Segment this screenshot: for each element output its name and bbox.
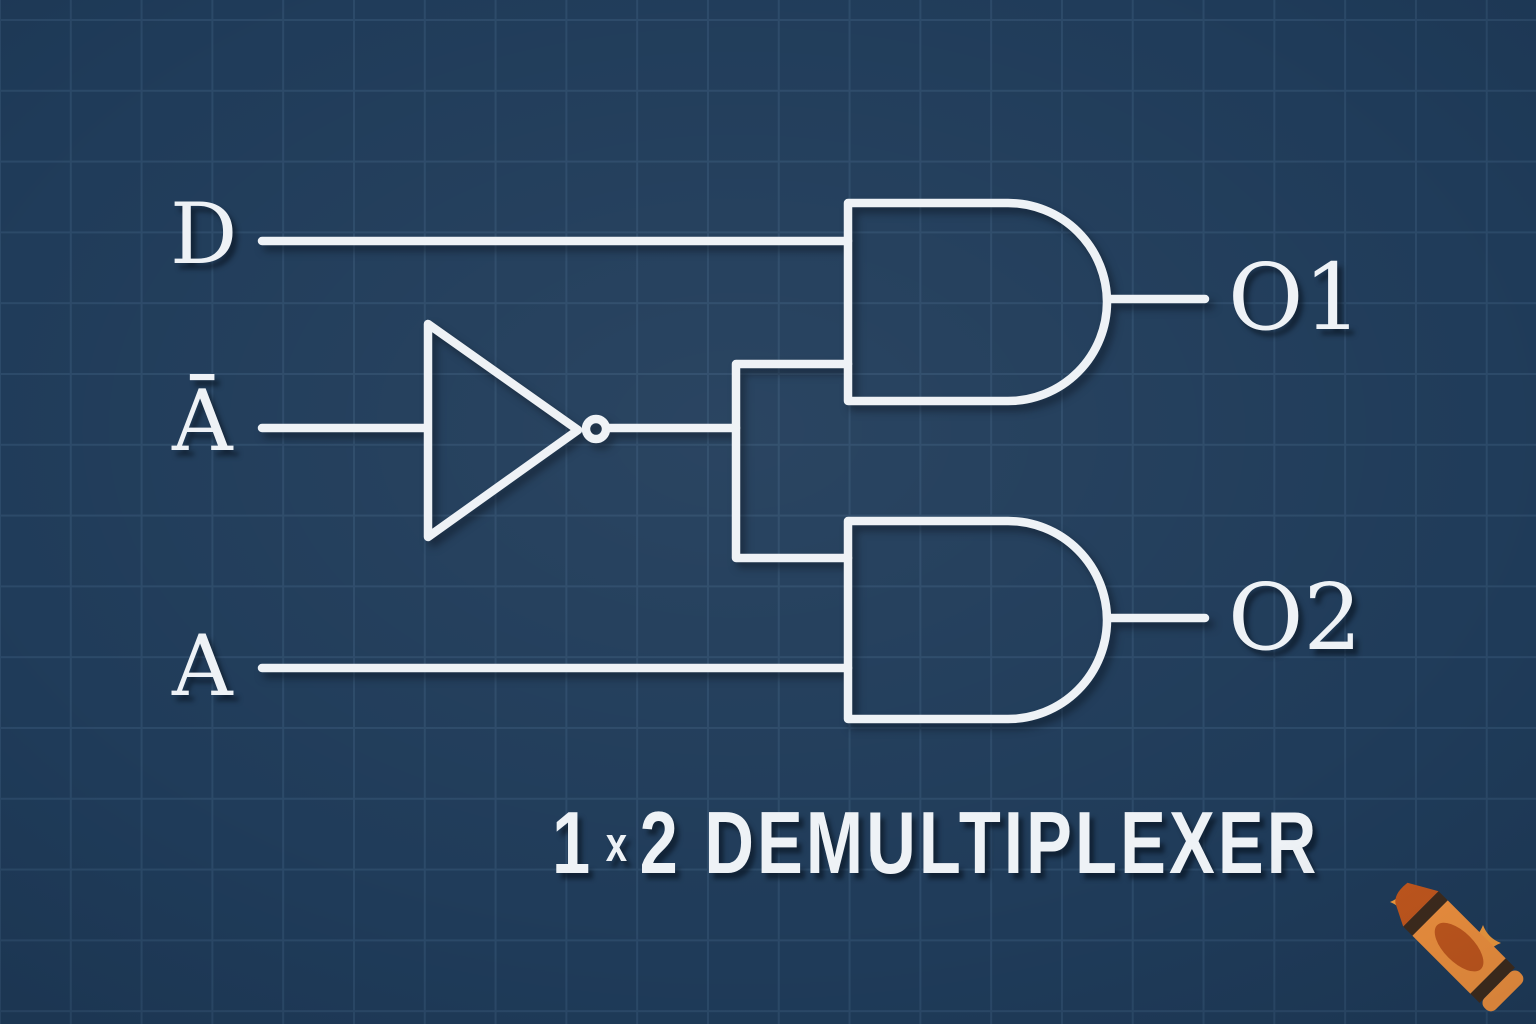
not-gate-triangle bbox=[423, 319, 583, 542]
wire-branch bbox=[731, 359, 853, 563]
and-gate-1-body bbox=[843, 198, 1112, 406]
crayon-stripe-1 bbox=[1403, 891, 1448, 936]
output-label-o1: O1 bbox=[1228, 244, 1362, 351]
title-number-left: 1 bbox=[552, 793, 594, 892]
input-label-d: D bbox=[170, 185, 238, 283]
and-gate-2-body bbox=[843, 516, 1112, 724]
crayon-label-oval bbox=[1434, 922, 1484, 972]
crayon-stripe-2 bbox=[1470, 958, 1515, 1003]
output-label-o2: O2 bbox=[1228, 564, 1362, 671]
multiply-symbol: x bbox=[605, 817, 628, 872]
crayon-end bbox=[1482, 970, 1524, 1012]
title-word: DEMULTIPLEXER bbox=[704, 793, 1320, 892]
crayon-icon bbox=[1390, 882, 1524, 1012]
not-gate-bubble bbox=[581, 414, 611, 444]
input-label-a: A bbox=[172, 617, 233, 715]
input-label-a-bar: Ā bbox=[172, 372, 233, 470]
crayon-body-group bbox=[1395, 882, 1524, 1012]
crayon-tip bbox=[1395, 882, 1439, 927]
title-number-right: 2 bbox=[639, 793, 681, 892]
